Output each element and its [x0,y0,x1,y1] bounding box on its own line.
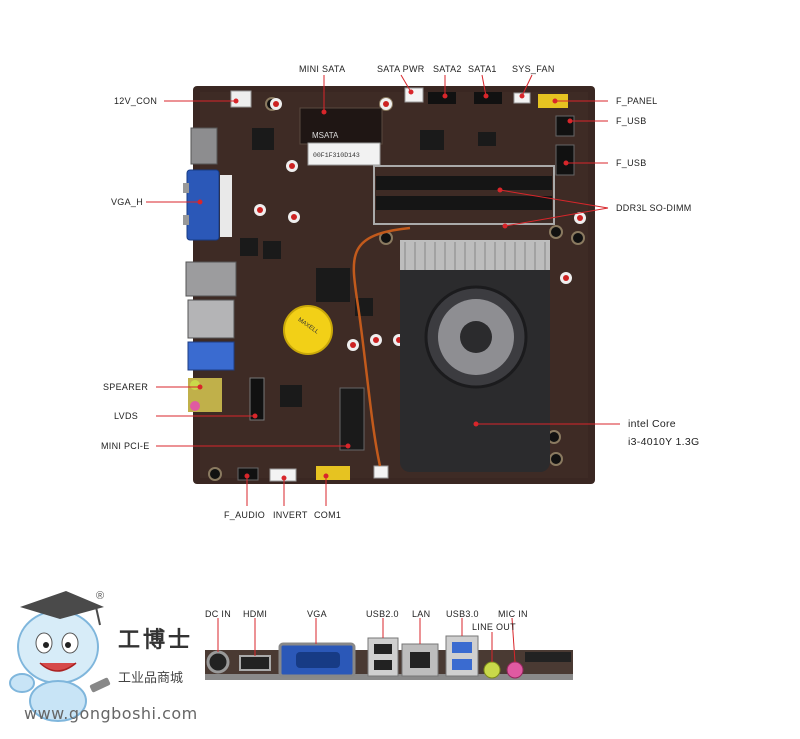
label-lvds: LVDS [114,411,139,421]
label-f-audio: F_AUDIO [224,510,266,520]
mini-pcie-slot [339,387,365,451]
io-label-vga: VGA [307,609,327,619]
label-f-usb-2: F_USB [616,158,647,168]
leader-lines [146,74,620,506]
label-sata-pwr: SATA PWR [377,64,425,74]
msata-chip-label: MSATA [312,131,339,140]
label-cpu-line2: i3-4010Y 1.3G [628,436,700,448]
io-label-hdmi: HDMI [243,609,268,619]
f-usb-header-2 [555,144,575,176]
so-dimm-frame [373,165,555,225]
usb-stack-2 [187,341,235,371]
chips [240,128,496,407]
vga-header [220,175,232,237]
invert-connector [269,468,297,482]
label-sys-fan: SYS_FAN [512,64,555,74]
label-mini-pcie: MINI PCI-E [101,441,150,451]
io-label-dc-in: DC IN [205,609,231,619]
label-sata1: SATA1 [468,64,497,74]
usb2-ports [367,637,399,677]
io-label-line-out: LINE OUT [472,622,516,632]
label-12v-con: 12V_CON [114,96,158,106]
hdmi-port [239,655,271,671]
label-com1: COM1 [314,510,342,520]
io-label-mic-in: MIC IN [498,609,528,619]
label-f-panel: F_PANEL [616,96,658,106]
com1-header [316,466,350,480]
so-dimm-slot-1 [376,176,552,190]
brand-title: 工博士 [118,627,194,653]
brand-mascot-logo [9,591,111,722]
registered-mark: ® [96,590,105,602]
vga-connector [186,169,220,241]
label-invert: INVERT [273,510,308,520]
fan-cable [352,226,411,467]
label-spearer: SPEARER [103,382,149,392]
mounting-holes [208,97,585,481]
label-f-usb-1: F_USB [616,116,647,126]
sata-pwr-connector [404,87,424,103]
mic-in-jack [506,661,524,679]
label-vga-h: VGA_H [111,197,144,207]
usb-stack-1 [187,299,235,339]
hdmi-port-top [190,127,218,165]
io-label-lan: LAN [412,609,431,619]
12v-connector [230,90,252,108]
sata1-connector [474,92,502,104]
cmos-battery [283,305,333,355]
rear-io-diagram [205,617,573,680]
fan-4pin [373,465,389,479]
brand-subtitle: 工业品商城 [118,671,184,686]
io-label-usb3: USB3.0 [446,609,479,619]
label-cpu-line1: intel Core [628,418,676,430]
io-leader-lines [217,617,516,663]
io-label-usb2: USB2.0 [366,609,399,619]
serial-sticker [307,142,381,166]
label-mini-sata: MINI SATA [299,64,346,74]
line-out-jack [483,661,501,679]
lvds-connector [249,377,265,421]
label-ddr3l-so-dimm: DDR3L SO-DIMM [616,203,692,213]
so-dimm-slot-2 [376,196,552,210]
brand-url: www.gongboshi.com [24,704,198,723]
label-sata2: SATA2 [433,64,462,74]
msata-slot [299,107,383,145]
serial-sticker-code: 00F1F310D143 [313,152,360,159]
capacitors [254,98,586,351]
lan-port [185,261,237,297]
motherboard-diagram: MSATA 00F1F310D143 MAXELL [146,74,620,506]
sata2-connector [428,92,456,104]
